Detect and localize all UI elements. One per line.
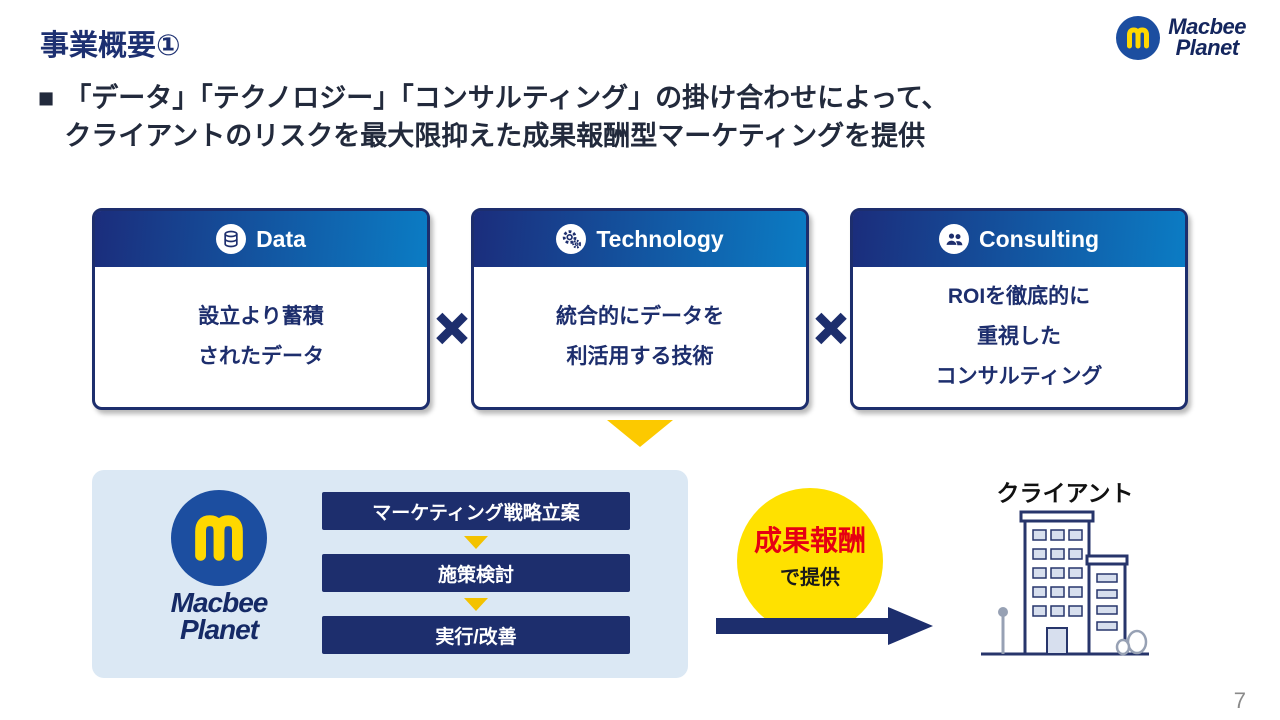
database-icon [216, 224, 247, 254]
brand-logo: Macbee Planet [1116, 16, 1246, 60]
panel-macbee-logo: Macbee Planet [140, 490, 298, 643]
brand-name-line1: Macbee [170, 587, 269, 618]
pillar-technology-header: Technology [474, 211, 806, 267]
pillar-technology: Technology 統合的にデータを 利活用する技術 [471, 208, 809, 410]
macbee-m-icon [1127, 27, 1150, 49]
pillar-technology-label: Technology [596, 225, 724, 252]
pillar-data-header: Data [95, 211, 427, 267]
pillar-data-body: 設立より蓄積 されたデータ [198, 305, 324, 368]
pillar-technology-body: 統合的にデータを 利活用する技術 [556, 305, 724, 368]
arrow-down-icon [607, 420, 673, 447]
step-arrow-down-icon [464, 536, 488, 549]
macbee-m-icon [195, 515, 243, 561]
pillar-data-label: Data [256, 225, 306, 252]
headline: ■ 「データ」「テクノロジー」「コンサルティング」の掛け合わせによって、 クライ… [38, 80, 949, 156]
headline-text: 「データ」「テクノロジー」「コンサルティング」の掛け合わせによって、 クライアン… [64, 80, 948, 156]
brand-name-line2: Planet [179, 613, 259, 645]
gear-icon [556, 224, 587, 254]
reward-badge-sub: で提供 [780, 566, 840, 589]
step-arrow-down-icon [464, 598, 488, 611]
page-title: 事業概要① [40, 30, 181, 62]
macbee-logo-icon [1116, 16, 1161, 60]
brand-name-line2: Planet [1175, 35, 1240, 60]
brand-name: Macbee Planet [1168, 14, 1246, 60]
multiply-sign: × [434, 296, 469, 359]
page-number: 7 [1233, 688, 1246, 713]
headline-line2: クライアントのリスクを最大限抑えた成果報酬型マーケティングを提供 [64, 120, 926, 151]
process-step-1: マーケティング戦略立案 [322, 492, 630, 530]
brand-name-line1: Macbee [1168, 14, 1246, 40]
pillar-consulting-header: Consulting [853, 211, 1185, 267]
pillar-data: Data 設立より蓄積 されたデータ [92, 208, 430, 410]
building-icon [981, 510, 1149, 656]
people-icon [938, 224, 969, 254]
process-step-3: 実行/改善 [322, 616, 630, 654]
bullet-marker: ■ [38, 83, 55, 113]
brand-name: Macbee Planet [140, 587, 298, 645]
pillar-consulting-label: Consulting [978, 225, 1100, 252]
reward-badge: 成果報酬 で提供 [737, 488, 883, 634]
macbee-logo-icon [171, 490, 267, 586]
headline-line1: 「データ」「テクノロジー」「コンサルティング」の掛け合わせによって、 [64, 83, 949, 113]
pillar-consulting-body: ROIを徹底的に 重視した コンサルティング [935, 285, 1103, 388]
client-label: クライアント [996, 480, 1134, 506]
process-step-2: 施策検討 [322, 554, 630, 592]
arrow-right-icon [716, 607, 933, 645]
multiply-sign: × [813, 296, 848, 359]
reward-badge-main: 成果報酬 [753, 524, 866, 556]
pillar-consulting: Consulting ROIを徹底的に 重視した コンサルティング [850, 208, 1188, 410]
